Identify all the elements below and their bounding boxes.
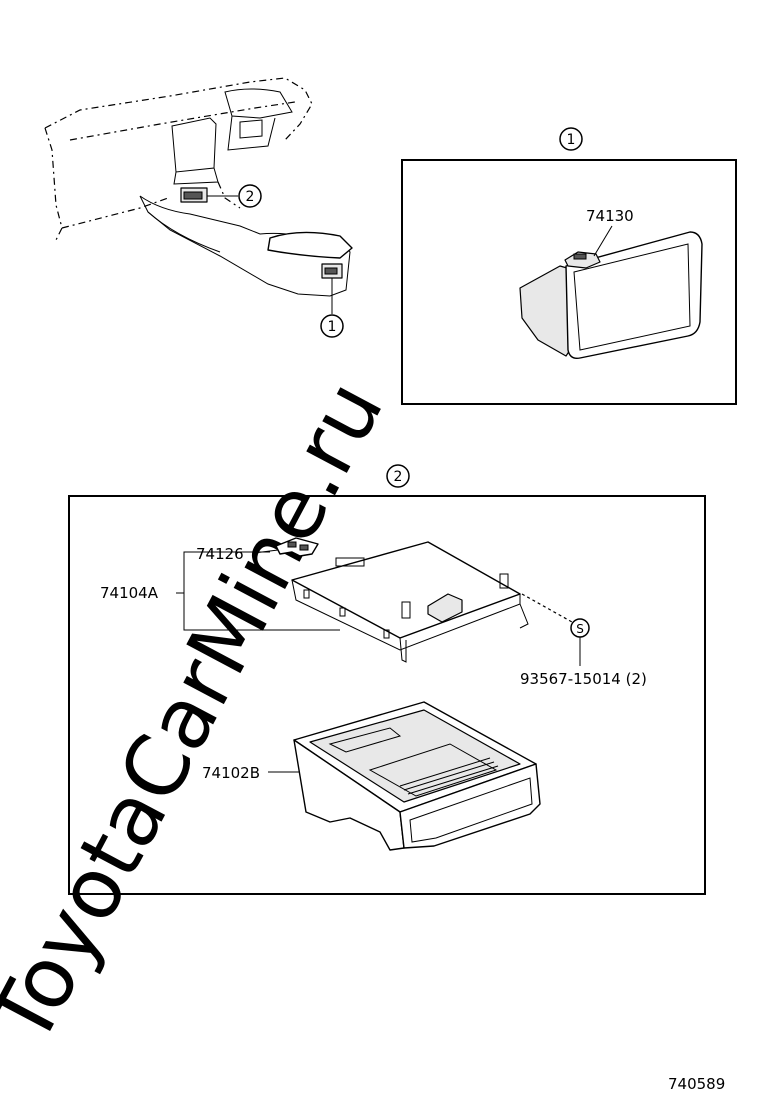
label-74130: 74130: [586, 207, 634, 225]
ash-receptacle-drawing: [519, 231, 703, 360]
label-screw: 93567-15014 (2): [520, 670, 647, 688]
detail-1-frame: [401, 159, 737, 405]
bracket-lines-74104A: [183, 551, 340, 631]
screw-symbol-label: S: [576, 622, 584, 636]
label-74104A: 74104A: [100, 584, 159, 602]
storage-box-drawing: [293, 701, 541, 851]
callout-2-detail-label: 2: [394, 469, 403, 485]
callout-1-dashboard: 1: [320, 314, 344, 338]
callout-1-detail-label: 1: [567, 132, 576, 148]
callout-1-detail-header: 1: [559, 127, 583, 151]
screw-dotted-leader: [521, 593, 573, 623]
dashboard-overview: [44, 77, 353, 314]
figure-id: 740589: [668, 1075, 725, 1093]
bracket-clip-drawing: [275, 537, 319, 557]
callout-2-detail-header: 2: [386, 464, 410, 488]
watermark-text: ToyotaCarMine.ru: [0, 365, 402, 1060]
label-74126: 74126: [196, 545, 244, 563]
leader-74130: [593, 225, 613, 257]
callout-1-dashboard-label: 1: [328, 319, 337, 335]
callout-2-dashboard: 2: [238, 184, 262, 208]
mounting-bracket-drawing: [291, 541, 529, 663]
detail-2-frame: [68, 495, 706, 895]
screw-symbol: S: [570, 618, 590, 638]
callout-2-dashboard-label: 2: [246, 189, 255, 205]
label-74102B: 74102B: [202, 764, 260, 782]
